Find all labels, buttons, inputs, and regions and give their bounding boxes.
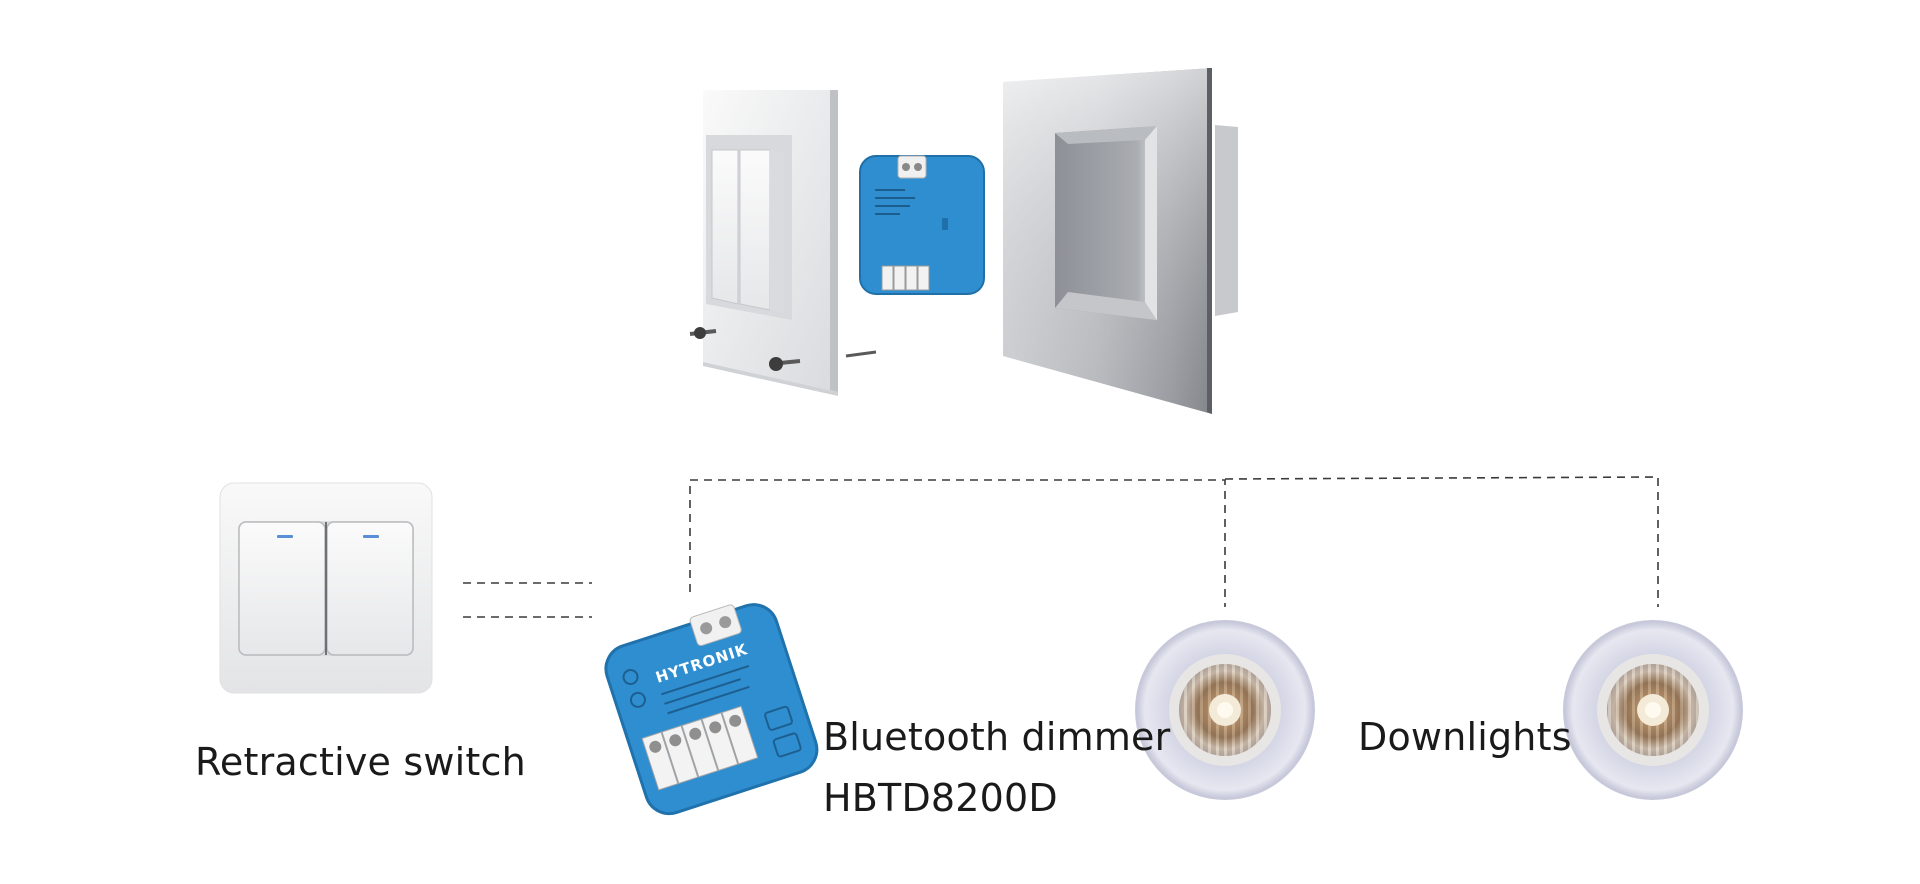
label-dimmer-model: HBTD8200D	[823, 776, 1058, 820]
wiring-lines	[463, 476, 1659, 618]
exploded-installation-view	[689, 68, 1238, 414]
screw-icon	[769, 357, 801, 371]
downlight-icon	[1563, 620, 1743, 800]
wire-bus-right	[1224, 476, 1659, 607]
dimmer-module-exploded-icon	[859, 155, 985, 295]
bluetooth-dimmer-icon: HYTRONIK	[604, 603, 819, 816]
retractive-switch-icon	[219, 482, 433, 694]
switch-panel-exploded-icon	[689, 90, 877, 396]
label-downlights: Downlights	[1358, 715, 1572, 759]
wire-bus-top	[689, 479, 1226, 607]
downlight-icon	[1135, 620, 1315, 800]
screw-icon	[845, 350, 877, 358]
label-bluetooth-dimmer: Bluetooth dimmer	[823, 715, 1171, 759]
label-retractive-switch: Retractive switch	[195, 740, 526, 784]
wall-box-icon	[1003, 68, 1238, 414]
screw-icon	[689, 327, 717, 339]
